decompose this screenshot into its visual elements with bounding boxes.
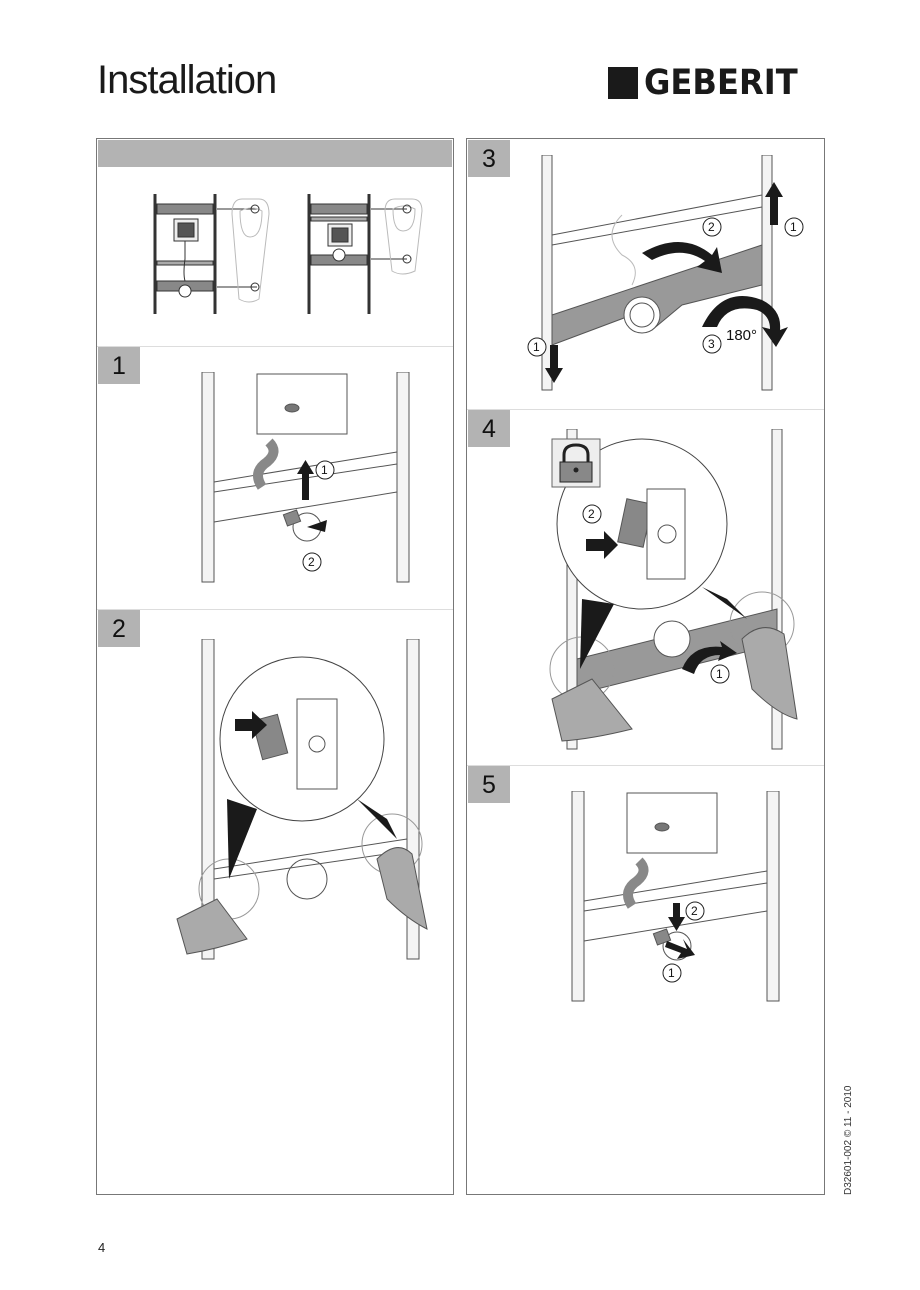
rotation-angle-label: 180° <box>726 327 757 344</box>
step-badge: 4 <box>468 410 510 447</box>
callout-2: 2 <box>588 507 595 521</box>
left-column: 1 1 2 <box>96 138 454 1195</box>
step-1-panel: 1 1 2 <box>97 346 453 610</box>
step-badge: 5 <box>468 766 510 803</box>
step-badge: 3 <box>468 140 510 177</box>
callout-1-bottom: 1 <box>533 340 540 354</box>
step-5-panel: 5 2 1 <box>467 765 824 1025</box>
step-1-illustration: 1 2 <box>201 372 410 583</box>
step-4-illustration: 2 1 <box>549 429 798 750</box>
step-3-illustration: 2 1 1 3 180° <box>527 155 804 391</box>
document-id: D32601-002 © 11 - 2010 <box>843 1085 854 1195</box>
step-5-illustration: 2 1 <box>571 791 780 1002</box>
overview-illustration <box>153 194 423 314</box>
callout-2: 2 <box>708 220 715 234</box>
callout-1: 1 <box>716 667 723 681</box>
brand-name: GEBERIT <box>644 63 798 103</box>
overview-panel <box>97 139 453 347</box>
brand-logo: GEBERIT <box>608 63 811 103</box>
callout-1: 1 <box>790 220 797 234</box>
callout-2: 2 <box>691 904 698 918</box>
step-2-illustration <box>176 639 428 960</box>
right-column: 3 <box>466 138 825 1195</box>
overview-header-bar <box>98 140 452 167</box>
callout-3: 3 <box>708 337 715 351</box>
step-badge: 2 <box>98 610 140 647</box>
step-3-panel: 3 <box>467 139 824 410</box>
callout-1: 1 <box>321 463 328 477</box>
logo-square-icon <box>608 67 638 99</box>
step-4-panel: 4 <box>467 409 824 766</box>
step-badge: 1 <box>98 347 140 384</box>
callout-1: 1 <box>668 966 675 980</box>
step-2-panel: 2 <box>97 609 453 979</box>
page-number: 4 <box>98 1240 106 1255</box>
page-title: Installation <box>97 58 277 102</box>
callout-2: 2 <box>308 555 315 569</box>
padlock-icon <box>551 438 601 488</box>
